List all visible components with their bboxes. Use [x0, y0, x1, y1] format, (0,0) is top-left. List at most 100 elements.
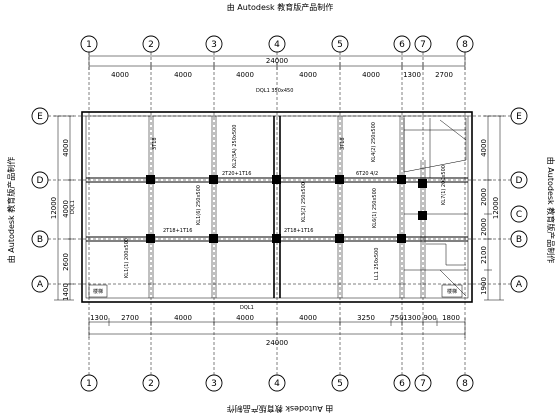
top-axis-bubbles: 1 2 3 4 5 6 7 8: [80, 35, 474, 53]
dim-bottom-seg-9: 900: [423, 314, 436, 322]
watermark-right: 由 Autodesk 教育版产品制作: [546, 157, 556, 263]
watermark-bottom: 由 Autodesk 教育版产品制作: [227, 404, 333, 414]
top-dimensions: 24000 4000 4000 4000 4000 4000 1300 2700: [88, 52, 466, 79]
label-kl-r1: KL4(2) 250x500: [371, 122, 377, 162]
axis-label-4-top: 4: [274, 40, 280, 50]
dim-right-seg-2: 2100: [480, 246, 488, 264]
pit-boxes: 楼梯 楼梯: [88, 284, 463, 298]
dim-right-seg-1: 1900: [480, 277, 488, 295]
axis-label-D-left: D: [37, 176, 44, 186]
label-dql-left: DQL1: [70, 200, 76, 214]
axis-label-C-right: C: [516, 210, 522, 220]
axis-label-5-bottom: 5: [337, 379, 343, 389]
right-axis-bubbles: E D C B A: [510, 107, 528, 293]
axis-label-4-bottom: 4: [274, 379, 280, 389]
dim-right-seg-3: 2000: [480, 218, 488, 236]
dim-right-seg-4: 2000: [480, 188, 488, 206]
axis-label-1-top: 1: [86, 40, 92, 50]
axis-label-B-right: B: [516, 235, 522, 245]
axis-label-7-top: 7: [420, 40, 426, 50]
label-rebar-4: 2T20+1T16: [222, 171, 251, 177]
dim-bottom-seg-6: 3250: [357, 314, 375, 322]
axis-label-8-bottom: 8: [462, 379, 468, 389]
dim-right-total: 12000: [492, 197, 500, 219]
label-kl-r2: KL6(1) 250x500: [372, 188, 378, 228]
label-rebar-3: 3T18: [152, 137, 158, 150]
dim-top-seg-5: 4000: [362, 71, 380, 79]
label-rebar-2: 2T18+1T16: [284, 228, 313, 234]
watermark-top: 由 Autodesk 教育版产品制作: [227, 2, 333, 12]
axis-bubble-C-right: [510, 205, 528, 223]
column-7-C: [418, 211, 427, 220]
column-3-B: [209, 234, 218, 243]
label-kl-c: KL2(5A) 250x500: [232, 125, 238, 168]
pit-label-left: 楼梯: [93, 288, 103, 295]
axis-label-E-right: E: [516, 112, 522, 122]
dim-left-seg-4: 4000: [62, 139, 70, 157]
columns: [146, 175, 427, 243]
dim-left-seg-2: 2600: [62, 253, 70, 271]
dim-top-total: 24000: [266, 57, 288, 65]
axis-label-3-top: 3: [211, 40, 217, 50]
dim-top-seg-4: 4000: [299, 71, 317, 79]
dim-bottom-seg-10: 1800: [442, 314, 460, 322]
axis-label-2-bottom: 2: [148, 379, 154, 389]
outer-wall: [81, 111, 473, 303]
label-kl-r3: LL1 250x500: [374, 248, 380, 280]
column-4-B: [272, 234, 281, 243]
column-2-B: [146, 234, 155, 243]
beam-labels: DQL1 350x450 DQL1 DQL1 KL2(5A) 250x500 K…: [70, 88, 447, 311]
label-rebar-1: 2T18+1T16: [163, 228, 192, 234]
dim-left-total: 12000: [50, 197, 58, 219]
column-5-D: [335, 175, 344, 184]
bottom-axis-bubbles: 1 2 3 4 5 6 7 8: [80, 374, 474, 392]
axis-label-2-top: 2: [148, 40, 154, 50]
axis-label-1-bottom: 1: [86, 379, 92, 389]
dim-bottom-seg-4: 4000: [236, 314, 254, 322]
label-rebar-6: 6T20 4/2: [356, 171, 378, 177]
axis-label-A-left: A: [37, 280, 44, 290]
axis-label-E-left: E: [37, 112, 43, 122]
column-7-D: [418, 179, 427, 188]
dim-top-seg-6: 1300: [403, 71, 421, 79]
axis-label-6-top: 6: [399, 40, 405, 50]
dim-right-seg-5: 4000: [480, 139, 488, 157]
label-dql-bottom: DQL1: [240, 305, 254, 311]
left-dimensions: 12000 4000 4000 2600 1400: [50, 115, 74, 301]
dim-top-seg-1: 4000: [111, 71, 129, 79]
dim-bottom-seg-2: 2700: [121, 314, 139, 322]
dim-bottom-seg-3: 4000: [174, 314, 192, 322]
right-dimensions: 12000 4000 2000 2000 2100 1900: [480, 115, 504, 301]
label-kl-b: KL1(6) 250x500: [196, 185, 202, 225]
axis-label-D-right: D: [516, 176, 523, 186]
dim-top-seg-7: 2700: [435, 71, 453, 79]
axis-label-5-top: 5: [337, 40, 343, 50]
dim-bottom-seg-8: 1300: [403, 314, 421, 322]
watermark-left: 由 Autodesk 教育版产品制作: [6, 157, 16, 263]
label-dql-top: DQL1 350x450: [256, 88, 293, 94]
stair-hatch: [403, 118, 467, 297]
column-6-D: [397, 175, 406, 184]
dim-bottom-seg-1: 1300: [90, 314, 108, 322]
axis-label-3-bottom: 3: [211, 379, 217, 389]
axis-label-B-left: B: [37, 235, 43, 245]
label-kl-a: KL1(1) 200x500: [124, 238, 130, 278]
column-6-B: [397, 234, 406, 243]
left-axis-bubbles: E D B A: [31, 107, 49, 293]
label-rebar-5: 3T18: [340, 137, 346, 150]
column-3-D: [209, 175, 218, 184]
column-4-D: [272, 175, 281, 184]
dim-left-seg-3: 4000: [62, 200, 70, 218]
label-kl-r4: KL7(1) 200x500: [441, 165, 447, 205]
dim-top-seg-3: 4000: [236, 71, 254, 79]
dim-bottom-seg-7: 750: [390, 314, 403, 322]
pit-box-left: [88, 284, 108, 298]
column-5-B: [335, 234, 344, 243]
column-2-D: [146, 175, 155, 184]
pit-label-right: 楼梯: [447, 288, 457, 295]
axis-label-7-bottom: 7: [420, 379, 426, 389]
label-kl-d: KL3(2) 250x500: [301, 182, 307, 222]
axis-label-6-bottom: 6: [399, 379, 405, 389]
dim-top-seg-2: 4000: [174, 71, 192, 79]
